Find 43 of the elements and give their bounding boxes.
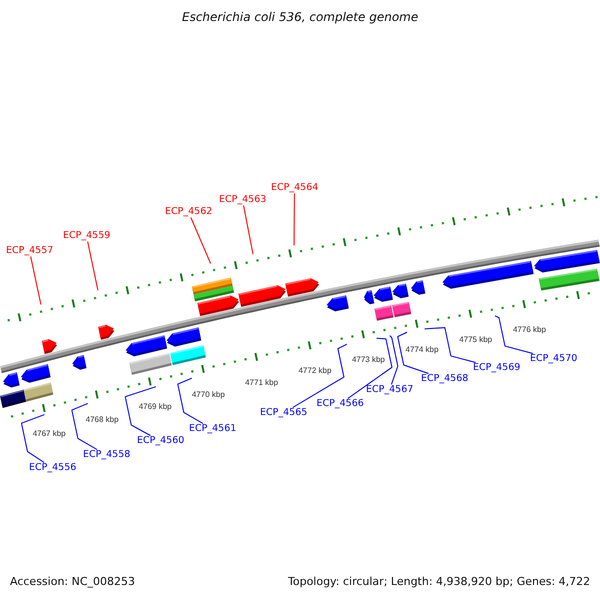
leader-line — [389, 335, 398, 385]
gene-label: ECP_4570 — [530, 354, 578, 364]
gene-label: ECP_4557 — [6, 246, 54, 256]
tick-label: 4770 kbp — [192, 390, 225, 400]
tick-label: 4776 kbp — [512, 325, 546, 334]
leader-line — [494, 315, 534, 354]
tick-label: 4772 kbp — [298, 366, 332, 376]
leader-line — [30, 256, 42, 306]
tick-label: 4774 kbp — [406, 344, 438, 354]
tick-label: 4768 kbp — [86, 415, 119, 425]
tick-label: 4771 kbp — [245, 378, 278, 388]
gene-label: ECP_4562 — [165, 206, 212, 218]
tick-label: 4773 kbp — [352, 355, 385, 364]
gene-label: ECP_4568 — [421, 374, 468, 384]
gene-label: ECP_4567 — [366, 384, 414, 396]
leader-line — [87, 241, 98, 291]
gene-label: ECP_4569 — [473, 362, 520, 374]
leader-line — [397, 332, 429, 374]
footer-text: Accession: NC_008253 — [10, 576, 136, 588]
gene-label: ECP_4560 — [137, 436, 184, 446]
leader-line — [190, 217, 212, 264]
tick-label: 4767 kbp — [32, 428, 66, 438]
leader-line — [71, 402, 98, 450]
gene-label: ECP_4559 — [63, 230, 110, 242]
gene-label: ECP_4563 — [219, 194, 266, 206]
leader-line — [424, 327, 476, 363]
footer-text: Topology: circular; Length: 4,938,920 bp; Genes: 4,722 — [288, 576, 590, 588]
gene-label: ECP_4565 — [260, 408, 308, 418]
diagram-title: Escherichia coli 536, complete genome — [182, 11, 418, 25]
leader-line — [294, 193, 295, 246]
gene-label: ECP_4566 — [316, 398, 364, 410]
leader-line — [292, 344, 348, 408]
gene-label: ECP_4556 — [29, 462, 76, 474]
leader-line — [347, 338, 392, 399]
gene-label: ECP_4558 — [83, 450, 130, 460]
leader-line — [243, 205, 254, 255]
tick-label: 4769 kbp — [138, 402, 172, 412]
gene-label: ECP_4561 — [189, 424, 236, 434]
gene-label: ECP_4564 — [271, 182, 318, 194]
leader-line — [20, 414, 45, 463]
leader-line — [177, 378, 204, 424]
leader-line — [124, 386, 156, 436]
tick-label: 4775 kbp — [459, 334, 492, 344]
